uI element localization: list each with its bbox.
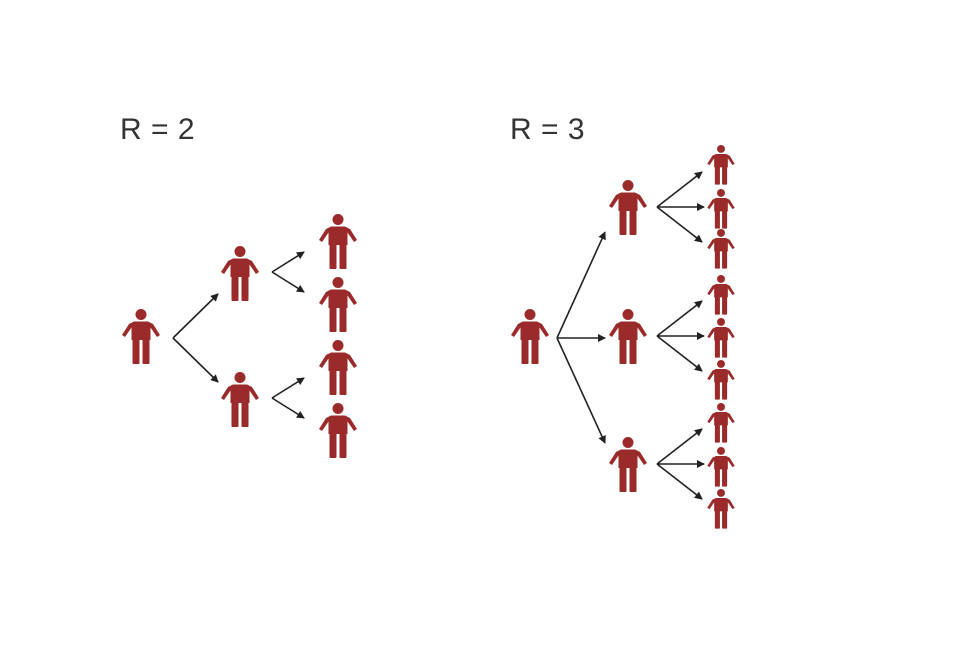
arrow-icon-r3-gen2-1-c (656, 206, 703, 243)
person-icon-r3-gen2-1 (609, 180, 647, 235)
person-icon-r2-gen3-4 (319, 403, 357, 458)
arrow-icon-r3-gen2-3-c (656, 463, 703, 500)
panel-title-r2: R = 2 (120, 113, 196, 146)
arrow-icon-r2-gen2-2-b (271, 397, 305, 419)
person-icon-r2-gen2-2 (221, 372, 259, 427)
arrow-icon-r2-gen2-1-b (271, 271, 305, 293)
person-icon-r3-gen3-4 (707, 275, 735, 315)
person-icon-r2-gen1 (122, 309, 160, 364)
person-icon-r3-gen3-2 (707, 189, 735, 229)
person-icon-r3-gen3-1 (707, 145, 735, 185)
person-icon-r3-gen3-6 (707, 360, 735, 400)
arrow-icon-r2-gen1-b (172, 337, 219, 383)
person-icon-r3-gen1 (511, 309, 549, 364)
person-icon-r2-gen3-3 (319, 340, 357, 395)
person-icon-r3-gen2-2 (609, 309, 647, 364)
arrow-icon-r3-gen1-3 (556, 337, 606, 444)
person-icon-r3-gen2-3 (609, 437, 647, 492)
arrow-icon-r2-gen2-2-a (271, 377, 305, 399)
arrow-icon-r2-gen2-1-a (271, 251, 305, 273)
arrows-layer (172, 171, 705, 500)
person-icon-r3-gen3-3 (707, 229, 735, 269)
person-icon-r3-gen3-5 (707, 318, 735, 358)
panel-title-r3: R = 3 (510, 113, 586, 146)
person-icon-r3-gen3-8 (707, 447, 735, 487)
arrow-icon-r2-gen1-a (172, 293, 219, 339)
person-icon-r2-gen2-1 (221, 246, 259, 301)
person-icon-r2-gen3-1 (319, 214, 357, 269)
person-icon-r3-gen3-7 (707, 403, 735, 443)
person-icon-r3-gen3-9 (707, 489, 735, 529)
arrow-icon-r3-gen2-2-a (656, 300, 703, 337)
people-layer (122, 145, 735, 529)
arrow-icon-r3-gen2-1-a (656, 171, 703, 208)
arrow-icon-r3-gen2-2-c (656, 335, 703, 372)
arrow-icon-r3-gen1-1 (556, 231, 606, 339)
arrow-icon-r3-gen2-3-a (656, 428, 703, 465)
person-icon-r2-gen3-2 (319, 277, 357, 332)
